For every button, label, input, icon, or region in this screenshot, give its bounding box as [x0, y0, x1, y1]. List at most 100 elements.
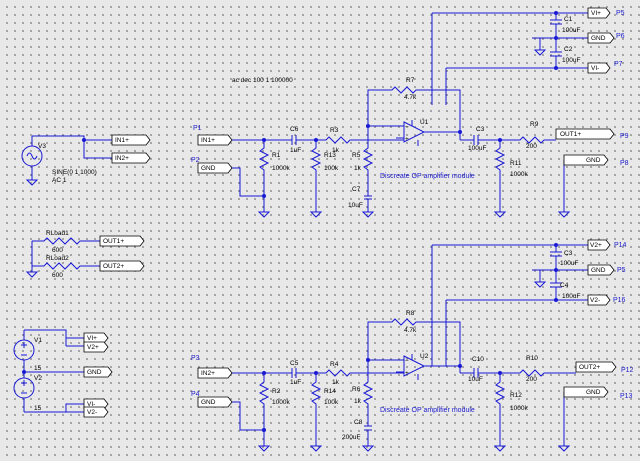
probe-p9[interactable]: P9 — [620, 133, 629, 140]
svg-text:U1: U1 — [420, 119, 429, 126]
svg-text:GND: GND — [591, 267, 606, 274]
label-in1p-left[interactable]: IN1+ — [111, 134, 151, 146]
svg-text:200: 200 — [526, 376, 537, 383]
svg-text:RLoad1: RLoad1 — [46, 230, 69, 237]
svg-text:100uF: 100uF — [560, 260, 578, 267]
label-vi-plus-supply[interactable]: VI+ — [83, 332, 109, 344]
probe-p2[interactable]: P2 — [191, 157, 200, 164]
svg-text:GND: GND — [201, 165, 216, 172]
probe-p5-b[interactable]: P5 — [617, 267, 626, 274]
svg-text:200: 200 — [526, 143, 537, 150]
svg-text:1000k: 1000k — [510, 171, 528, 178]
label-v2-minus-1[interactable]: V2- — [587, 294, 611, 306]
label-v2-minus-supply[interactable]: V2- — [83, 406, 109, 418]
svg-text:100k: 100k — [324, 165, 339, 172]
source-v3[interactable]: V3 SINE(0 1 1000) AC 1 — [21, 135, 112, 186]
svg-text:C10: C10 — [472, 356, 484, 363]
load-resistors[interactable]: RLoad1 600 RLoad2 600 — [26, 230, 100, 279]
probe-p16[interactable]: P16 — [613, 297, 626, 304]
svg-text:OUT2+: OUT2+ — [579, 364, 600, 371]
label-gnd-6[interactable]: GND — [563, 386, 609, 398]
svg-text:100uF: 100uF — [562, 293, 580, 300]
svg-text:R14: R14 — [324, 388, 336, 395]
svg-text:R13: R13 — [324, 152, 336, 159]
svg-text:4.7k: 4.7k — [404, 94, 417, 101]
probe-p3[interactable]: P3 — [191, 355, 200, 362]
svg-text:IN1+: IN1+ — [201, 137, 215, 144]
label-gnd-4[interactable]: GND — [563, 154, 609, 166]
svg-text:GND: GND — [87, 369, 102, 376]
label-in2p-left[interactable]: IN2+ — [111, 152, 151, 164]
svg-text:U2: U2 — [420, 353, 429, 360]
svg-text:100uF: 100uF — [562, 27, 580, 34]
svg-text:C1: C1 — [564, 16, 573, 23]
svg-text:R4: R4 — [330, 361, 339, 368]
probe-p4[interactable]: P4 — [191, 391, 200, 398]
label-in1p[interactable]: IN1+ — [197, 134, 233, 146]
label-out2p-left[interactable]: OUT2+ — [99, 260, 145, 272]
probe-p1[interactable]: P1 — [193, 125, 202, 132]
svg-text:IN1+: IN1+ — [115, 137, 129, 144]
label-gnd-3[interactable]: GND — [587, 32, 615, 44]
svg-text:10uF: 10uF — [468, 376, 483, 383]
svg-text:C7: C7 — [352, 186, 361, 193]
label-out2p[interactable]: OUT2+ — [575, 361, 617, 373]
v3-name: V3 — [38, 143, 46, 150]
label-in2p[interactable]: IN2+ — [197, 367, 233, 379]
label-vi-plus-1[interactable]: VI+ — [587, 7, 611, 19]
svg-text:100k: 100k — [324, 399, 339, 406]
svg-text:V2-: V2- — [590, 297, 600, 304]
channel-1[interactable]: C1 100uF C2 100uF C6 1uF R1 1000k R13 10… — [232, 11, 588, 218]
svg-text:R7: R7 — [406, 77, 415, 84]
svg-text:VI+: VI+ — [87, 335, 97, 342]
svg-text:R8: R8 — [406, 310, 415, 317]
svg-text:R1: R1 — [272, 152, 281, 159]
svg-text:1000k: 1000k — [272, 165, 290, 172]
svg-text:V2+: V2+ — [87, 344, 99, 351]
label-gnd-supply[interactable]: GND — [83, 366, 113, 378]
svg-text:100uF: 100uF — [468, 145, 486, 152]
svg-text:600: 600 — [52, 247, 63, 254]
label-gnd-1[interactable]: GND — [197, 162, 233, 174]
svg-text:V1: V1 — [34, 337, 42, 344]
label-gnd-5[interactable]: GND — [587, 264, 615, 276]
probe-p12[interactable]: P12 — [621, 367, 634, 374]
svg-text:GND: GND — [201, 399, 216, 406]
svg-text:C3: C3 — [476, 126, 485, 133]
supply-v1-v2[interactable]: V1 15 V2 15 — [13, 329, 84, 413]
svg-text:1k: 1k — [354, 165, 362, 172]
svg-text:V2-: V2- — [87, 409, 97, 416]
svg-text:OUT1+: OUT1+ — [103, 238, 124, 245]
label-v2-plus-supply[interactable]: V2+ — [83, 341, 109, 353]
probe-p13[interactable]: P13 — [620, 393, 633, 400]
svg-text:1uF: 1uF — [290, 147, 301, 154]
label-v2-plus-1[interactable]: V2+ — [587, 239, 611, 251]
label-vi-minus-1[interactable]: VI- — [587, 62, 611, 74]
svg-text:GND: GND — [586, 157, 601, 164]
svg-text:+: + — [405, 136, 409, 143]
v3-value: SINE(0 1 1000) — [52, 169, 97, 176]
label-out1p[interactable]: OUT1+ — [555, 128, 615, 140]
probe-p8[interactable]: P8 — [620, 160, 629, 167]
svg-text:OUT1+: OUT1+ — [560, 131, 581, 138]
label-gnd-2[interactable]: GND — [197, 396, 233, 408]
svg-text:R9: R9 — [530, 121, 539, 128]
probe-p6[interactable]: P6 — [616, 33, 625, 40]
svg-text:R11: R11 — [510, 160, 522, 167]
svg-text:1k: 1k — [332, 147, 340, 154]
svg-text:GND: GND — [586, 389, 601, 396]
probe-p5[interactable]: P5 — [616, 10, 625, 17]
label-out1p-left[interactable]: OUT1+ — [99, 235, 145, 247]
channel-2[interactable]: C3 100uF C4 100uF C5 1uF R2 1000k R14 10… — [232, 243, 588, 452]
svg-text:C3: C3 — [564, 250, 573, 257]
ac-directive[interactable]: ac dec 100 1 100000 — [232, 77, 293, 84]
probe-p7[interactable]: P7 — [614, 61, 623, 68]
probe-p14[interactable]: P14 — [614, 242, 627, 249]
svg-text:200uF: 200uF — [342, 434, 360, 441]
svg-text:VI-: VI- — [591, 65, 599, 72]
module-label-2: Discreate OP amplifier module — [380, 407, 475, 414]
svg-text:C2: C2 — [564, 46, 573, 53]
svg-text:1000k: 1000k — [272, 399, 290, 406]
svg-text:−: − — [405, 124, 409, 131]
